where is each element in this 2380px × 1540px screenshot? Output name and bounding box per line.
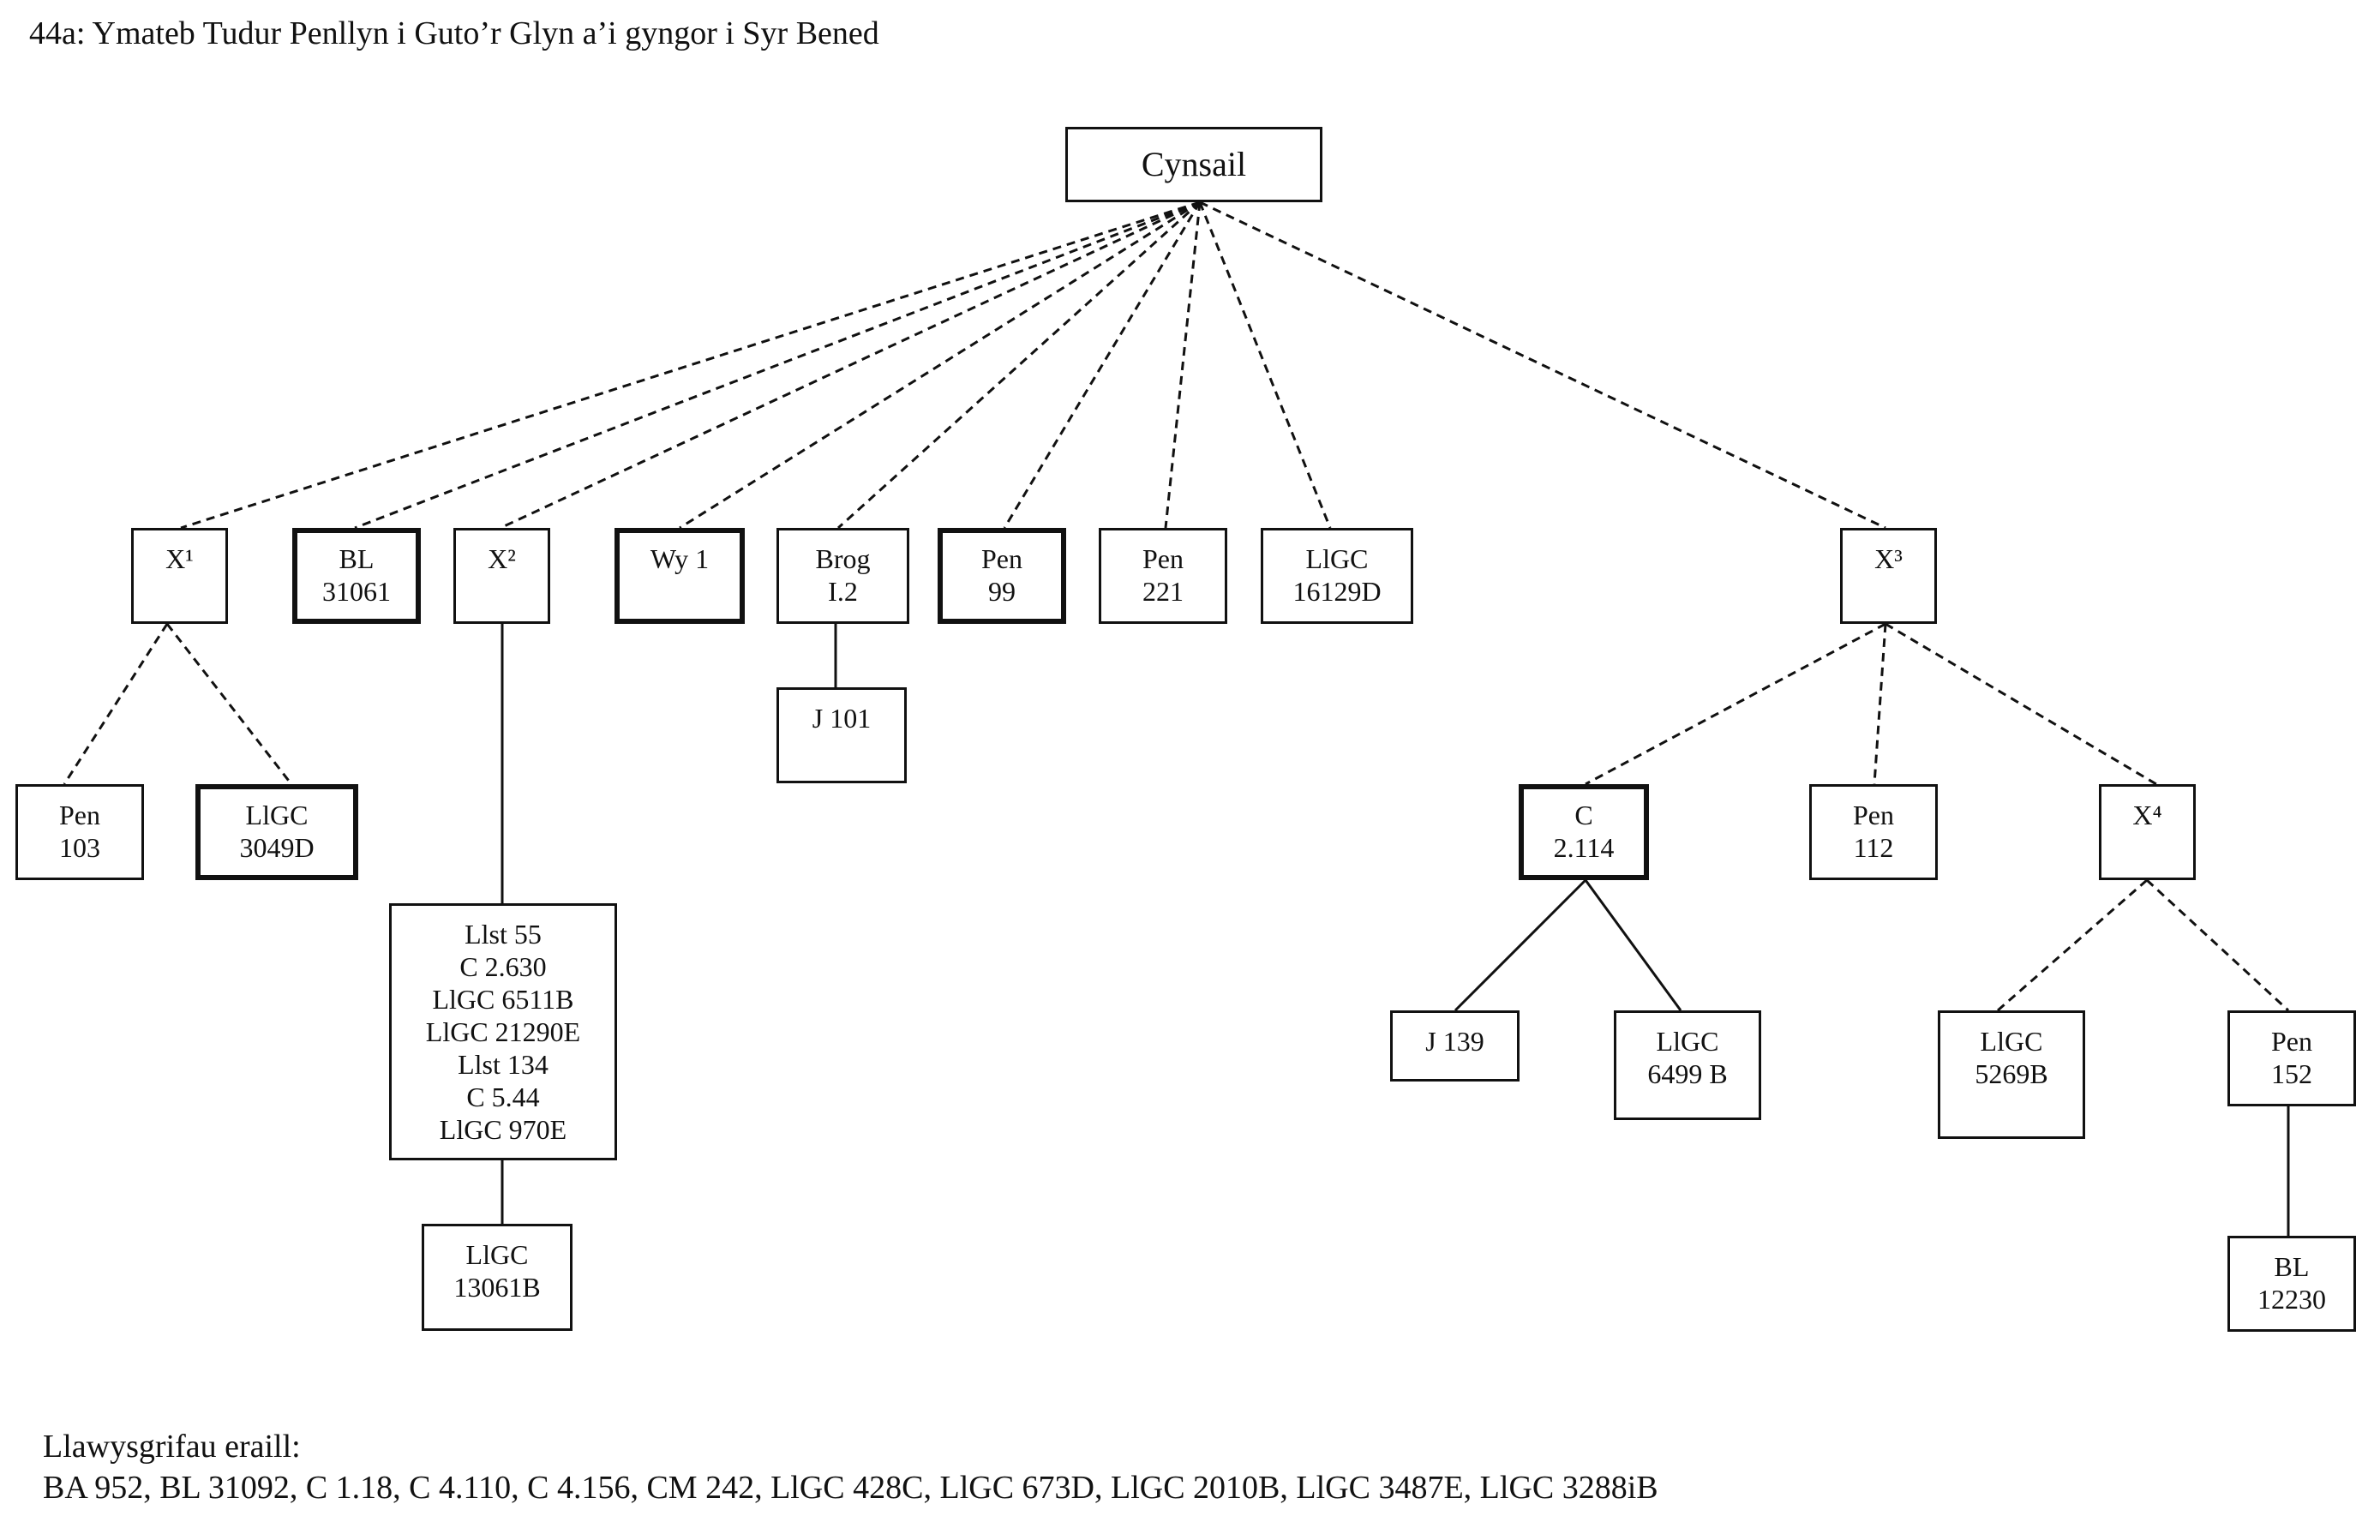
node-label-line: X³ bbox=[1874, 543, 1903, 574]
dashed-connector bbox=[180, 201, 1201, 530]
dashed-connector bbox=[500, 201, 1201, 530]
node-label-line: 31061 bbox=[322, 576, 391, 607]
dashed-connector bbox=[2145, 878, 2290, 1012]
node-label-line: X⁴ bbox=[2132, 800, 2162, 830]
node-label-line: Llst 134 bbox=[458, 1049, 549, 1080]
dashed-connector bbox=[836, 201, 1202, 530]
node-label-line: Llst 55 bbox=[465, 919, 542, 950]
node-label-line: X¹ bbox=[165, 543, 194, 574]
node-x2: X² bbox=[453, 528, 550, 624]
dashed-connector bbox=[63, 623, 169, 785]
node-label-line: 152 bbox=[2271, 1058, 2312, 1089]
node-x1: X¹ bbox=[131, 528, 228, 624]
node-label-line: LlGC 21290E bbox=[425, 1016, 581, 1047]
node-label-line: 103 bbox=[59, 832, 100, 863]
dashed-connector bbox=[679, 201, 1201, 530]
dashed-connector bbox=[354, 201, 1201, 530]
node-label-line: LlGC bbox=[465, 1239, 529, 1270]
node-j101: J 101 bbox=[776, 687, 907, 783]
other-manuscripts: Llawysgrifau eraill: BA 952, BL 31092, C… bbox=[43, 1426, 1658, 1508]
solid-connector bbox=[1584, 879, 1682, 1011]
node-label-line: 16129D bbox=[1292, 576, 1382, 607]
node-label-line: 3049D bbox=[239, 832, 315, 863]
other-manuscripts-heading: Llawysgrifau eraill: bbox=[43, 1429, 301, 1465]
node-label-line: LlGC bbox=[245, 800, 309, 830]
node-label-line: Wy 1 bbox=[650, 543, 710, 574]
dashed-connector bbox=[1885, 622, 2157, 786]
solid-connector bbox=[1454, 878, 1587, 1012]
node-label-line: Pen bbox=[2271, 1026, 2312, 1057]
node-label-line: C 5.44 bbox=[466, 1082, 540, 1112]
dashed-connector bbox=[1003, 201, 1202, 529]
node-label-line: C bbox=[1574, 800, 1593, 830]
node-j139: J 139 bbox=[1390, 1010, 1520, 1082]
node-label-line: J 139 bbox=[1425, 1026, 1484, 1057]
node-label-line: Pen bbox=[981, 543, 1022, 574]
dashed-connector bbox=[1198, 201, 1332, 529]
node-cynsail: Cynsail bbox=[1065, 127, 1322, 202]
node-label-line: BL bbox=[339, 543, 375, 574]
dashed-connector bbox=[1873, 623, 1887, 785]
dashed-connector bbox=[1164, 201, 1202, 529]
dashed-connector bbox=[1199, 201, 1886, 530]
node-label-line: Brog bbox=[815, 543, 871, 574]
node-label-line: 6499 B bbox=[1647, 1058, 1728, 1089]
dashed-connector bbox=[1997, 878, 2148, 1012]
node-label-line: LlGC bbox=[1305, 543, 1369, 574]
node-wy1: Wy 1 bbox=[614, 528, 745, 624]
node-label-line: 112 bbox=[1853, 832, 1894, 863]
node-label-line: LlGC bbox=[1980, 1026, 2043, 1057]
diagram-title: 44a: Ymateb Tudur Penllyn i Guto’r Glyn … bbox=[29, 15, 879, 51]
node-label-line: Pen bbox=[59, 800, 100, 830]
node-label-line: Pen bbox=[1853, 800, 1894, 830]
node-label-line: X² bbox=[488, 543, 516, 574]
node-label-line: BL bbox=[2274, 1251, 2310, 1282]
dashed-connector bbox=[1585, 622, 1886, 786]
node-label-line: 221 bbox=[1142, 576, 1184, 607]
node-x3: X³ bbox=[1840, 528, 1937, 624]
node-label-line: 5269B bbox=[1975, 1058, 2048, 1089]
node-label-line: 12230 bbox=[2257, 1284, 2326, 1315]
node-label-line: 99 bbox=[988, 576, 1016, 607]
node-label-line: Cynsail bbox=[1141, 145, 1247, 183]
dashed-connector bbox=[165, 623, 293, 785]
node-label-line: I.2 bbox=[828, 576, 858, 607]
node-label-line: 13061B bbox=[453, 1272, 541, 1303]
node-x4: X⁴ bbox=[2099, 784, 2196, 880]
node-label-line: C 2.630 bbox=[459, 951, 547, 982]
node-label-line: LlGC bbox=[1656, 1026, 1719, 1057]
node-label-line: Pen bbox=[1142, 543, 1184, 574]
node-label-line: LlGC 970E bbox=[439, 1114, 567, 1145]
node-label-line: LlGC 6511B bbox=[432, 984, 574, 1015]
other-manuscripts-list: BA 952, BL 31092, C 1.18, C 4.110, C 4.1… bbox=[43, 1470, 1658, 1506]
node-label-line: 2.114 bbox=[1553, 832, 1615, 863]
node-label-line: J 101 bbox=[812, 703, 872, 734]
